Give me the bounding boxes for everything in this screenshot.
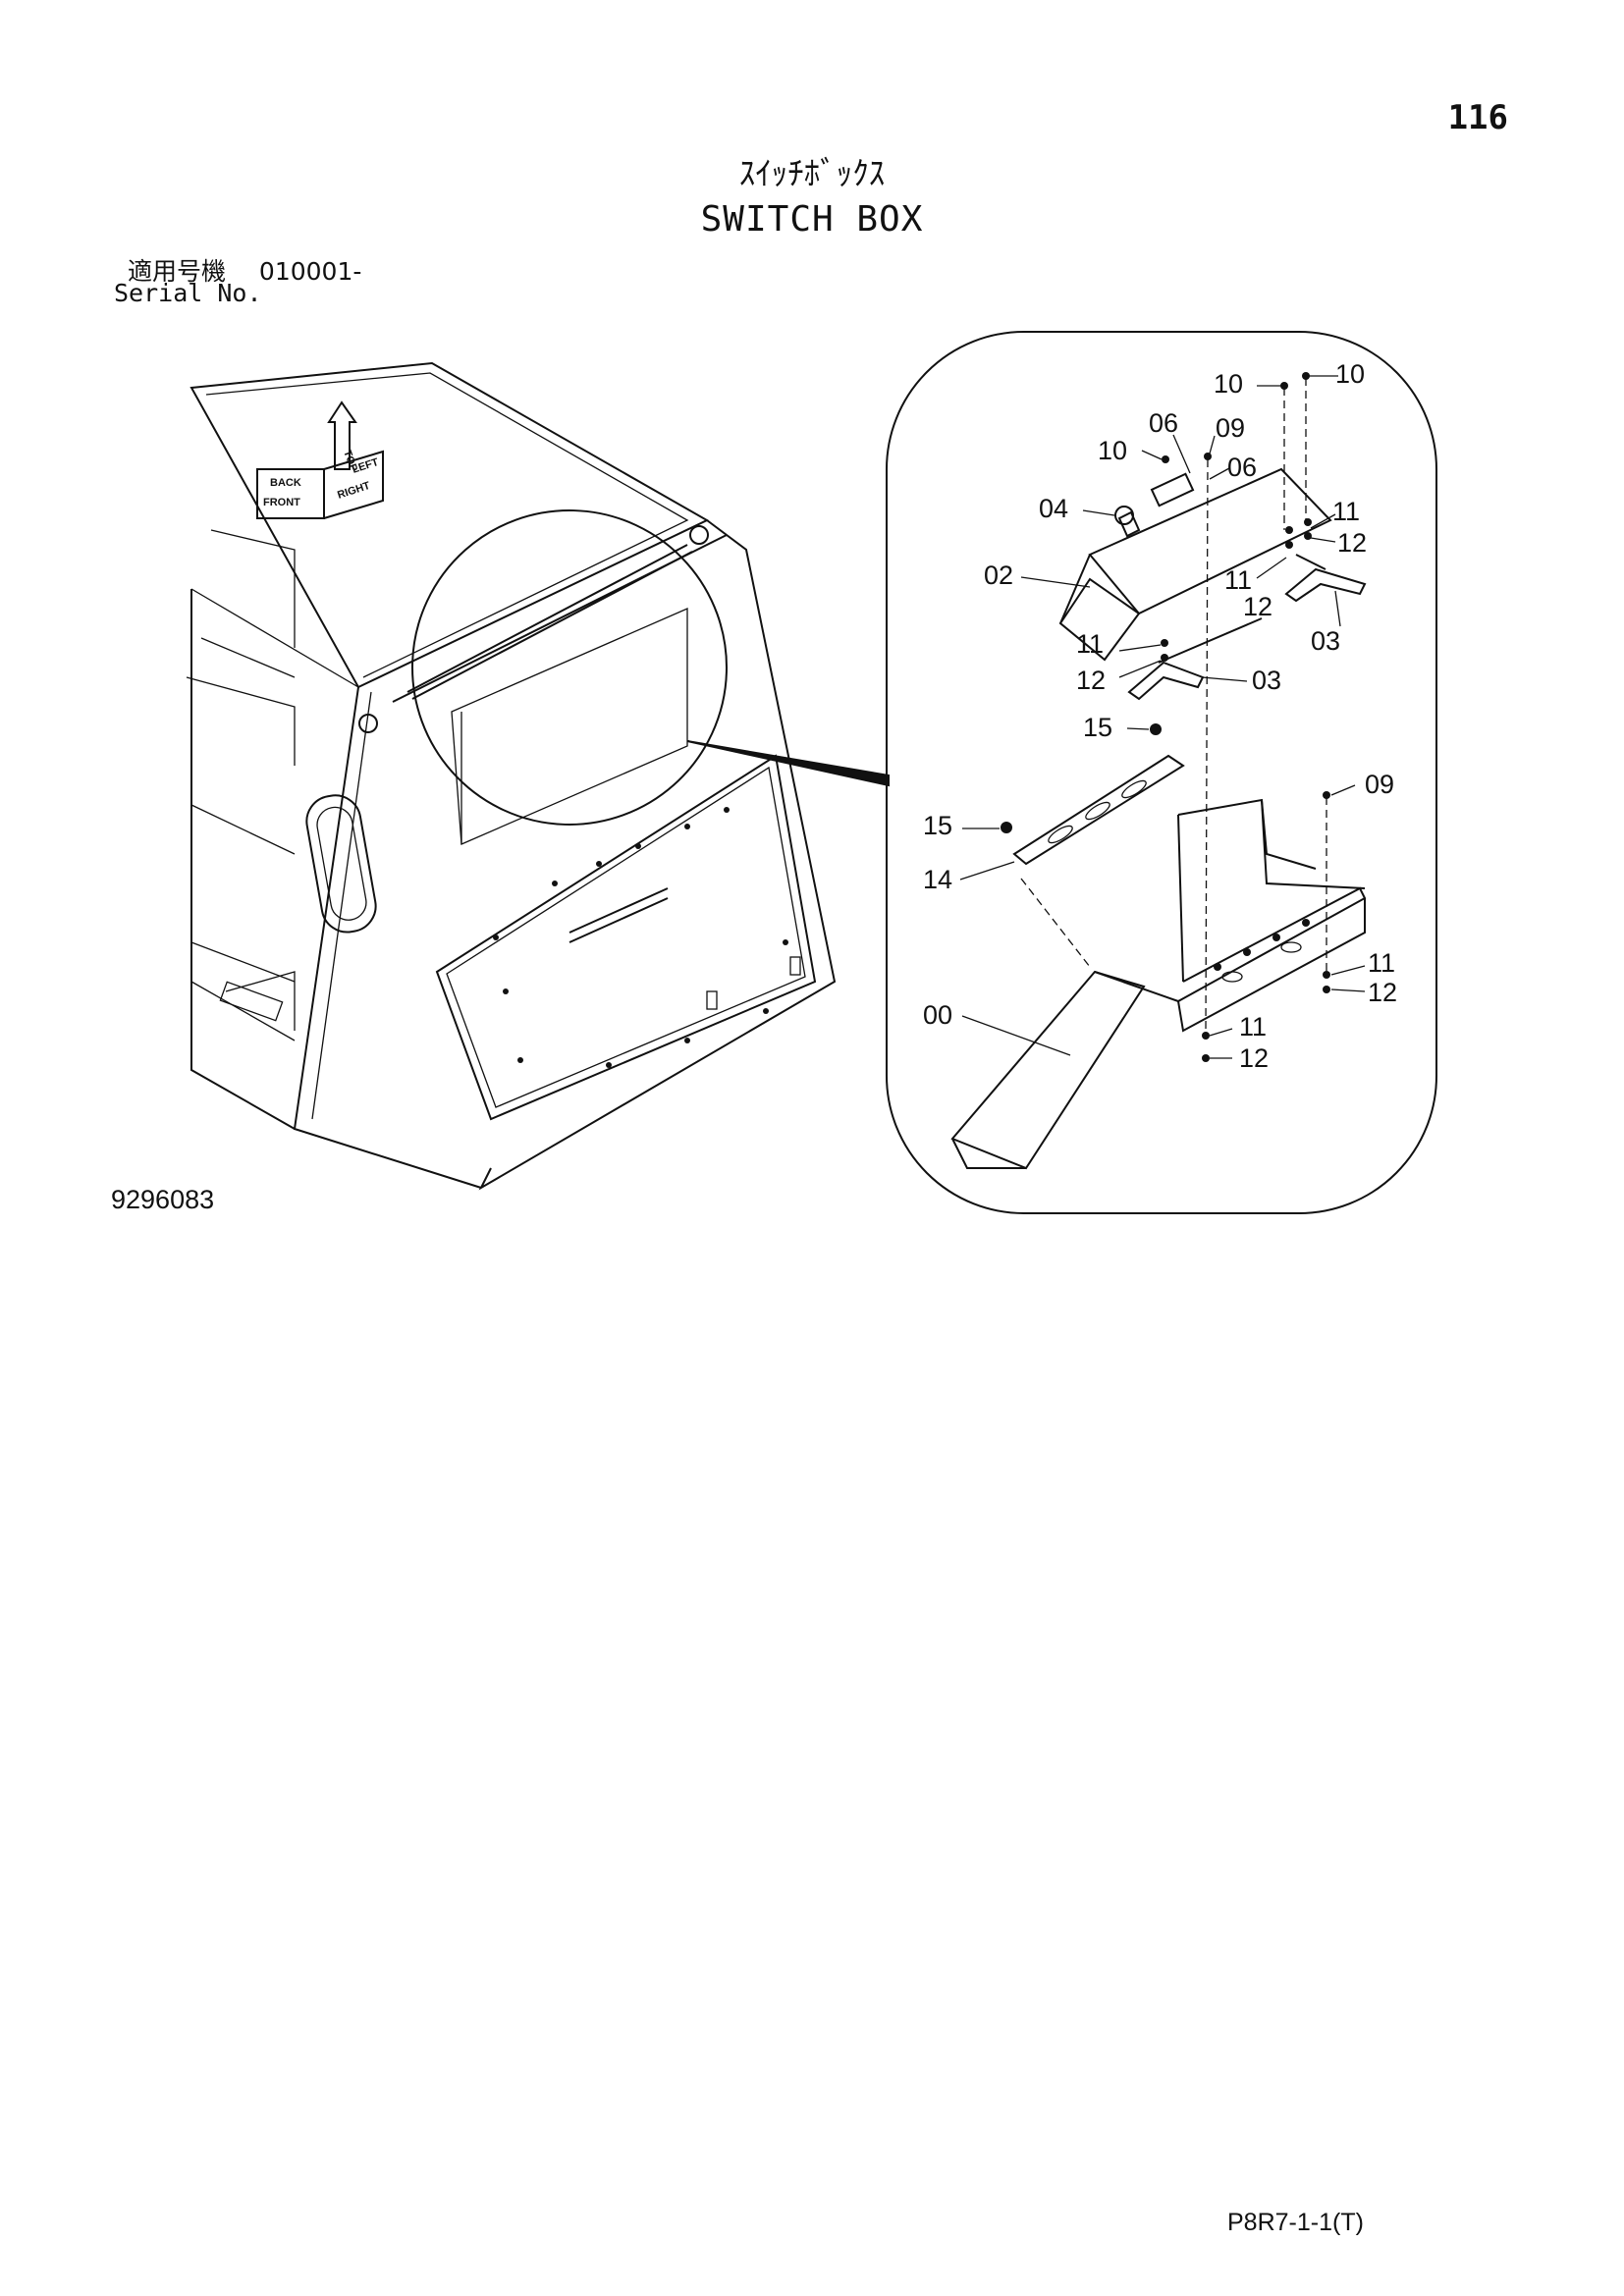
callout-10-b: 10: [1335, 359, 1365, 389]
callout-03-b: 03: [1252, 666, 1281, 695]
orientation-icon: FRONT RIGHT TOP BACK LEFT: [256, 400, 384, 519]
callout-15-b: 15: [923, 811, 952, 840]
detail-frame: [886, 331, 1437, 1214]
callout-12-b: 12: [1243, 592, 1272, 621]
callout-12-d: 12: [1368, 978, 1397, 1007]
callout-15-a: 15: [1083, 713, 1112, 742]
orientation-back-label: BACK: [270, 477, 301, 489]
callout-09-a: 09: [1216, 413, 1245, 443]
callout-12-c: 12: [1076, 666, 1106, 695]
part-00-box: [950, 970, 1146, 1170]
callout-14: 14: [923, 865, 952, 894]
page-title: SWITCH BOX: [700, 199, 924, 240]
drawing-number: 9296083: [111, 1185, 215, 1214]
part-14-plate: [1012, 754, 1185, 866]
page-number: 116: [1447, 98, 1508, 137]
serial-label-japanese: 適用号機 010001-: [128, 252, 361, 288]
callout-12-a: 12: [1337, 528, 1367, 558]
callout-11-c: 11: [1076, 629, 1104, 659]
cab-overview-drawing: [186, 361, 890, 1191]
callout-10-c: 10: [1098, 436, 1127, 465]
callout-11-b: 11: [1224, 565, 1252, 595]
serial-value: 010001-: [258, 257, 362, 286]
callout-12-e: 12: [1239, 1043, 1269, 1073]
serial-label-ja-text: 適用号機: [128, 257, 227, 286]
page-code: P8R7-1-1(T): [1227, 2209, 1364, 2236]
callout-10-a: 10: [1214, 369, 1243, 399]
title-japanese: ｽｲｯﾁﾎﾞｯｸｽ: [738, 154, 886, 192]
callout-00: 00: [923, 1000, 952, 1030]
callout-11-e: 11: [1239, 1012, 1267, 1041]
callout-06-a: 06: [1149, 408, 1178, 438]
part-02-cover: [1088, 467, 1332, 615]
serial-label-english: Serial No.: [114, 279, 262, 307]
callout-04: 04: [1039, 494, 1068, 523]
callout-06-b: 06: [1227, 453, 1257, 482]
callout-03-a: 03: [1311, 626, 1340, 656]
orientation-front-label: FRONT: [263, 497, 300, 508]
callout-11-d: 11: [1368, 948, 1395, 978]
callout-09-b: 09: [1365, 770, 1394, 799]
detail-view: 10 10 06 09 10 06 04 11 12 02 11 12 03 1…: [886, 331, 1437, 1214]
callout-02: 02: [984, 561, 1013, 590]
callout-11-a: 11: [1332, 497, 1360, 526]
orientation-right-label: RIGHT: [336, 480, 372, 502]
